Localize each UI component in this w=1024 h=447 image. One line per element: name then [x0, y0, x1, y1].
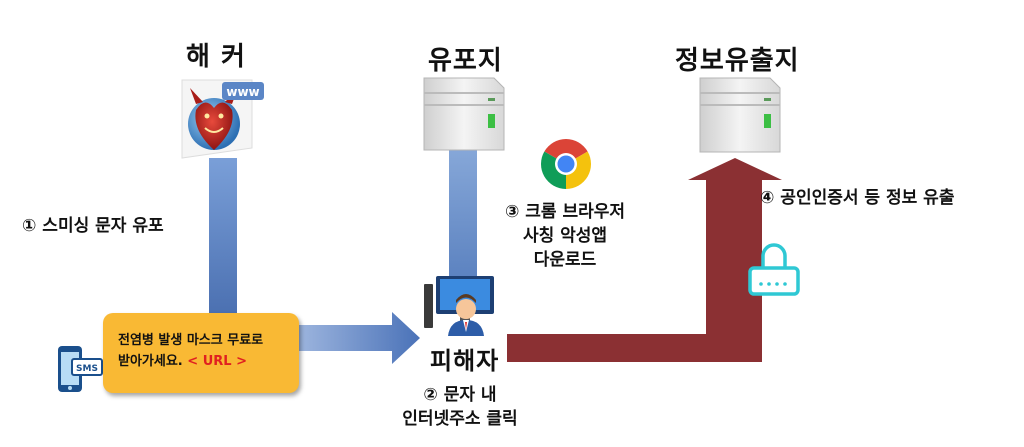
- sms-line1: 전염병 발생 마스크 무료로: [118, 333, 264, 348]
- step2-label: ② 문자 내 인터넷주소 클릭: [360, 383, 560, 431]
- server-to-victim-connector: [449, 150, 477, 290]
- step3-line1: ③ 크롬 브라우저: [504, 202, 626, 222]
- lock-icon: [748, 243, 800, 296]
- step3-line3: 다운로드: [533, 250, 597, 270]
- sms-message-text: 전염병 발생 마스크 무료로 받아가세요. < URL >: [118, 330, 298, 372]
- step1-label: ① 스미싱 문자 유포: [22, 216, 164, 236]
- distribution-server-icon: [423, 77, 505, 151]
- step2-line2: 인터넷주소 클릭: [402, 409, 518, 429]
- svg-text:SMS: SMS: [76, 364, 98, 374]
- step4-label: ④ 공인인증서 등 정보 유출: [760, 188, 955, 208]
- node-hacker-title: 해 커: [186, 42, 246, 72]
- sms-line2: 받아가세요.: [118, 354, 183, 369]
- step3-line2: 사칭 악성앱: [522, 226, 608, 246]
- node-leak-title: 정보유출지: [675, 46, 800, 76]
- computer-user-icon: [424, 276, 494, 336]
- leak-server-icon: [699, 77, 781, 153]
- victim-to-leak-arrow: [507, 158, 782, 362]
- node-victim-title: 피해자: [430, 347, 500, 375]
- sms-to-victim-arrow: [298, 312, 420, 364]
- hacker-devil-www-icon: www: [181, 79, 264, 159]
- hacker-to-sms-connector: [209, 158, 237, 318]
- sms-message-box: [103, 313, 299, 393]
- chrome-browser-icon: [541, 139, 591, 189]
- www-badge: www: [226, 85, 259, 99]
- step2-line1: ② 문자 내: [423, 385, 497, 405]
- node-distribution-title: 유포지: [428, 46, 503, 76]
- sms-url: < URL >: [187, 354, 247, 369]
- phone-sms-icon: SMS: [58, 346, 103, 392]
- sms-line2-wrap: 받아가세요. < URL >: [118, 351, 298, 372]
- step3-label: ③ 크롬 브라우저 사칭 악성앱 다운로드: [480, 200, 650, 272]
